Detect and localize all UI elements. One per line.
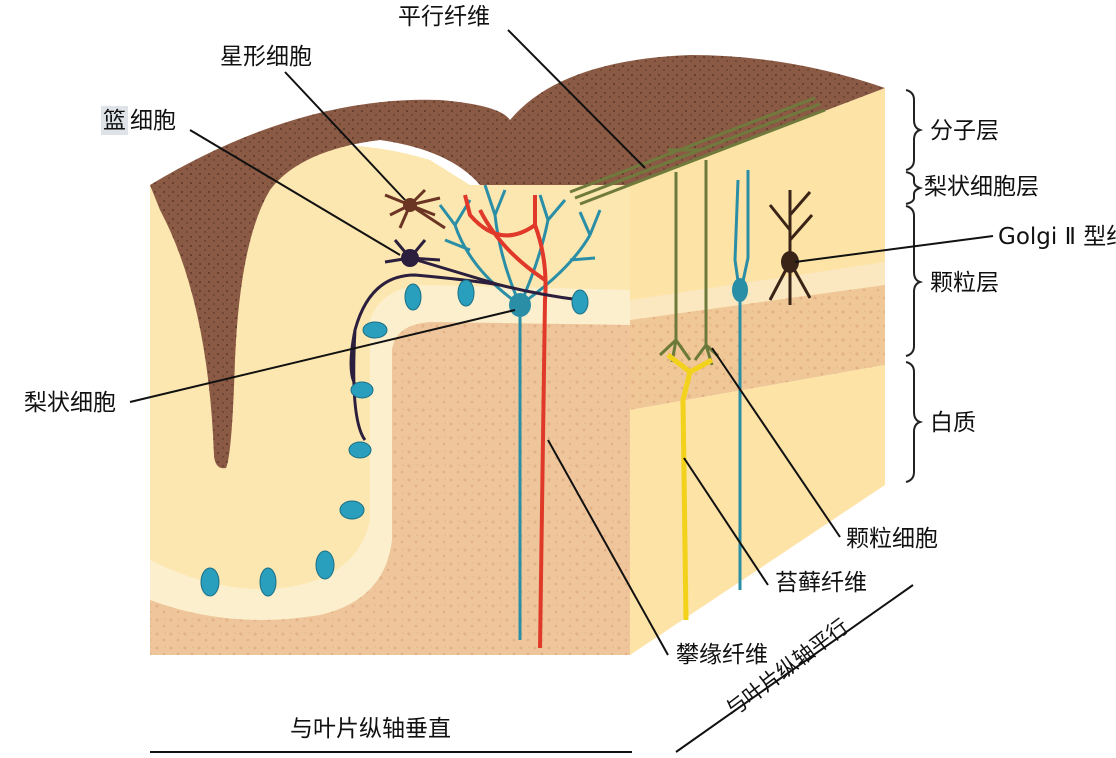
basket-soma: [401, 249, 419, 267]
label-purkinje-layer: 梨状细胞层: [924, 176, 1039, 199]
purkinje-soma-side: [732, 278, 748, 302]
label-granule-cell: 颗粒细胞: [846, 528, 938, 551]
label-purkinje-cell: 梨状细胞: [24, 392, 116, 415]
label-climbing-fiber: 攀缘纤维: [676, 644, 768, 667]
label-stellate-cell: 星形细胞: [220, 46, 312, 69]
label-granular-layer: 颗粒层: [930, 272, 999, 295]
brace-purkinje: [906, 172, 920, 204]
label-molecular-layer: 分子层: [930, 120, 999, 143]
label-white-matter: 白质: [930, 412, 976, 435]
label-basket-cell: 细胞: [130, 110, 176, 133]
label-golgi-cell: Golgi Ⅱ 型细胞: [998, 226, 1116, 249]
layer-braces: [906, 90, 920, 482]
label-mossy-fiber: 苔藓纤维: [775, 572, 867, 595]
label-parallel-fiber: 平行纤维: [398, 6, 490, 29]
stellate-soma: [403, 198, 417, 212]
label-perpendicular-axis: 与叶片纵轴垂直: [290, 718, 451, 741]
label-basket-char: 篮: [103, 110, 126, 133]
brace-granular: [906, 206, 920, 356]
brace-molecular: [906, 90, 920, 170]
side-white: [630, 365, 885, 655]
brace-white: [906, 362, 920, 482]
purkinje-soma: [509, 293, 531, 317]
